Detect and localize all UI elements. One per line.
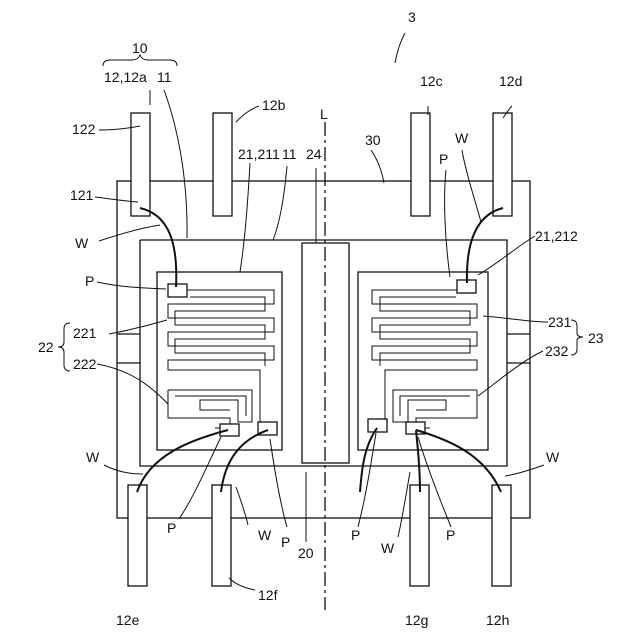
label-P-b1: P bbox=[167, 520, 176, 536]
label-W-bottom-right: W bbox=[546, 449, 560, 465]
label-22: 22 bbox=[38, 339, 54, 355]
brace-10 bbox=[103, 55, 177, 66]
label-P-b4: P bbox=[446, 527, 455, 543]
label-21-211: 21,211 bbox=[238, 146, 280, 162]
pad-p-232a bbox=[368, 419, 387, 432]
label-10: 10 bbox=[132, 40, 148, 56]
pad-p-211 bbox=[168, 284, 187, 297]
label-122: 122 bbox=[72, 121, 96, 137]
lead-12g bbox=[410, 485, 429, 586]
lead-12h bbox=[492, 485, 511, 586]
label-12-12a: 12,12a bbox=[104, 69, 147, 85]
meander-221 bbox=[168, 290, 274, 422]
label-W-top: W bbox=[455, 130, 469, 146]
package-30 bbox=[117, 181, 530, 518]
label-222: 222 bbox=[73, 356, 97, 372]
label-P-top-right: P bbox=[439, 151, 448, 167]
label-232: 232 bbox=[545, 343, 569, 359]
brace-23 bbox=[571, 320, 583, 355]
label-12c: 12c bbox=[420, 73, 443, 89]
label-20: 20 bbox=[298, 545, 314, 561]
lead-12e bbox=[128, 485, 147, 586]
lead-12a bbox=[131, 113, 150, 216]
labels: 3 10 12,12a 11 12b L 12c 12d 122 30 W P … bbox=[38, 9, 604, 628]
lead-12f bbox=[212, 485, 231, 586]
label-W-b2: W bbox=[381, 540, 395, 556]
label-30: 30 bbox=[365, 132, 381, 148]
meander-222 bbox=[168, 390, 252, 428]
lead-12c bbox=[411, 113, 430, 216]
label-L: L bbox=[320, 106, 328, 122]
label-23: 23 bbox=[588, 330, 604, 346]
label-P-left: P bbox=[85, 273, 94, 289]
label-231: 231 bbox=[548, 314, 572, 330]
lead-12b bbox=[213, 113, 232, 216]
label-3: 3 bbox=[408, 9, 416, 25]
label-12b: 12b bbox=[262, 97, 286, 113]
label-P-b3: P bbox=[351, 527, 360, 543]
label-11-mid: 11 bbox=[282, 146, 297, 162]
pad-p-222a bbox=[220, 424, 239, 436]
label-11-top: 11 bbox=[157, 69, 172, 85]
label-121: 121 bbox=[70, 187, 94, 203]
label-12d: 12d bbox=[499, 73, 522, 89]
label-12h: 12h bbox=[486, 612, 509, 628]
leads bbox=[128, 113, 512, 586]
label-W-b1: W bbox=[258, 527, 272, 543]
label-12e: 12e bbox=[116, 612, 140, 628]
label-P-b2: P bbox=[281, 534, 290, 550]
label-221: 221 bbox=[73, 325, 97, 341]
brace-22 bbox=[58, 323, 70, 371]
lead-12d bbox=[493, 113, 512, 216]
label-12f: 12f bbox=[258, 587, 278, 603]
label-21-212: 21,212 bbox=[535, 228, 578, 244]
label-W-left: W bbox=[75, 235, 89, 251]
label-24: 24 bbox=[306, 146, 322, 162]
label-W-bottom-left: W bbox=[86, 449, 100, 465]
label-12g: 12g bbox=[405, 612, 428, 628]
